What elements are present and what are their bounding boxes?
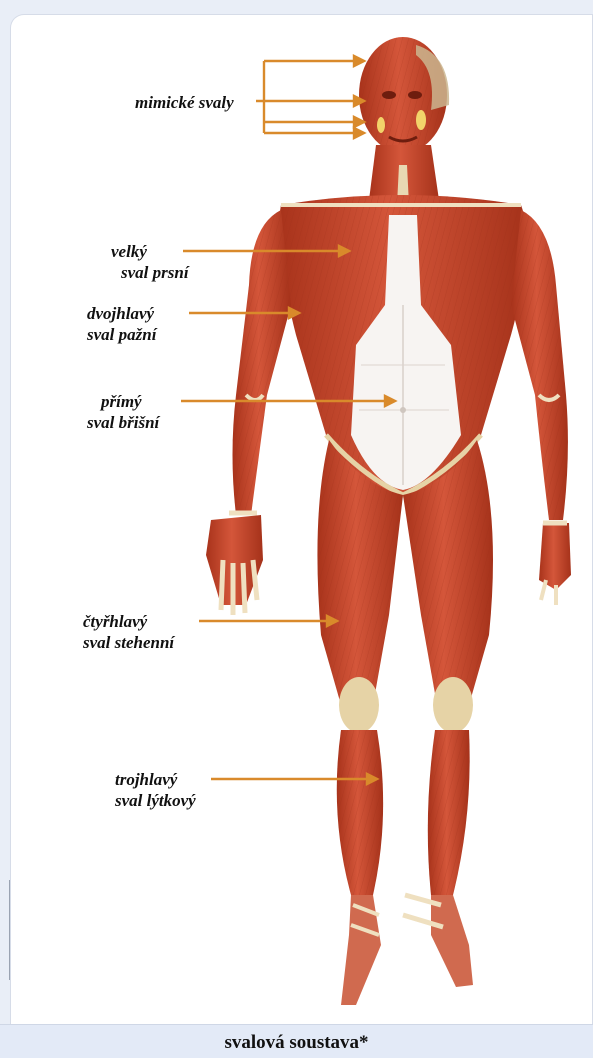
label-quadriceps-line1: čtyřhlavý [83, 611, 174, 632]
right-leg [317, 440, 403, 1005]
label-rectus-abdominis-line1: přímý [101, 391, 159, 412]
left-arm [511, 210, 571, 605]
label-facial-muscles-text: mimické svaly [135, 92, 234, 113]
head [359, 37, 449, 153]
label-facial-muscles: mimické svaly [135, 92, 234, 113]
caption-bar: svalová soustava* [0, 1024, 593, 1058]
muscular-system-figure [11, 15, 592, 1025]
label-triceps-surae-line2: sval lýtkový [115, 790, 196, 811]
label-quadriceps: čtyřhlavý sval stehenní [83, 611, 174, 653]
label-pectoralis-major-line1: velký [111, 241, 189, 262]
label-triceps-surae-line1: trojhlavý [115, 769, 196, 790]
torso [279, 195, 527, 495]
label-rectus-abdominis-line2: sval břišní [87, 412, 159, 433]
left-leg [403, 440, 493, 987]
right-arm [206, 210, 291, 615]
label-triceps-surae: trojhlavý sval lýtkový [115, 769, 196, 811]
label-biceps-line2: sval pažní [87, 324, 156, 345]
figure-caption: svalová soustava* [0, 1032, 593, 1054]
label-quadriceps-line2: sval stehenní [83, 632, 174, 653]
label-rectus-abdominis: přímý sval břišní [87, 391, 159, 433]
label-biceps: dvojhlavý sval pažní [87, 303, 156, 345]
label-biceps-line1: dvojhlavý [87, 303, 156, 324]
diagram-card: mimické svaly velký sval prsní dvojhlavý… [10, 14, 593, 1025]
label-pectoralis-major: velký sval prsní [111, 241, 189, 283]
label-pectoralis-major-line2: sval prsní [121, 262, 189, 283]
